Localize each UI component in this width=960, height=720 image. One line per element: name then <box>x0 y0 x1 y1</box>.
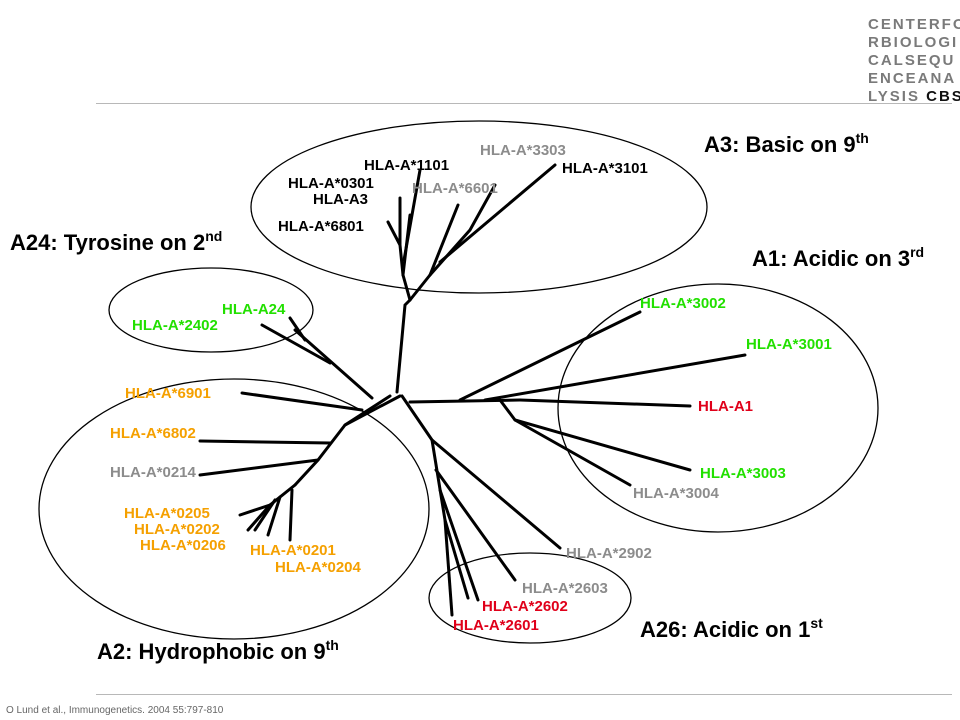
branch-0201 <box>266 495 282 537</box>
branch-2902 <box>430 438 562 550</box>
leaf-a3004: HLA-A*3004 <box>633 485 720 502</box>
branch-6802 <box>198 439 332 445</box>
branch-3002 <box>458 310 642 402</box>
logo-line-1: CENTERFO <box>868 16 960 33</box>
branch-2601 <box>443 518 454 617</box>
branch-2603 <box>434 468 517 582</box>
leaf-a24: HLA-A24 <box>222 301 286 318</box>
leaf-a0205: HLA-A*0205 <box>124 505 210 522</box>
leaf-a0214: HLA-A*0214 <box>110 464 197 481</box>
leaf-a3001: HLA-A*3001 <box>746 336 832 353</box>
leaf-a0204: HLA-A*0204 <box>275 559 362 576</box>
logo-line-5: LYSIS CBS <box>868 88 960 106</box>
leaf-a1101: HLA-A*1101 <box>364 157 449 174</box>
leaf-a3002: HLA-A*3002 <box>640 295 726 312</box>
ellipse-a1 <box>557 283 879 533</box>
ellipse-a26 <box>428 552 632 644</box>
leaf-a2402: HLA-A*2402 <box>132 317 218 334</box>
leaf-a6801: HLA-A*6801 <box>278 218 364 235</box>
branch-2402 <box>260 323 332 365</box>
ellipse-a2 <box>38 378 430 640</box>
leaf-a0201: HLA-A*0201 <box>250 542 336 559</box>
cbs-logo: CENTERFO RBIOLOGI CALSEQU ENCEANA LYSIS … <box>868 16 960 106</box>
leaf-a2601: HLA-A*2601 <box>453 617 539 634</box>
logo-line-2: RBIOLOGI <box>868 34 959 51</box>
branch-a2-main <box>293 394 402 487</box>
citation: O Lund et al., Immunogenetics. 2004 55:7… <box>6 705 224 716</box>
branch-6801 <box>386 220 402 247</box>
leaf-a2902: HLA-A*2902 <box>566 545 652 562</box>
branch-0204 <box>288 488 294 542</box>
leaf-a3003: HLA-A*3003 <box>700 465 786 482</box>
branch-a26-stem <box>400 394 447 522</box>
branch-trunk <box>395 298 412 394</box>
branch-6601 <box>428 203 460 277</box>
leaf-a2603: HLA-A*2603 <box>522 580 608 597</box>
branch-a24-stem <box>293 328 374 400</box>
branch-0202 <box>246 503 272 532</box>
branch-2602 <box>438 488 480 602</box>
branch-6901 <box>240 391 364 412</box>
branch-3003 <box>498 398 692 472</box>
branch-2602b <box>443 518 470 600</box>
leaf-a3303: HLA-A*3303 <box>480 142 566 159</box>
leaf-a6802: HLA-A*6802 <box>110 425 196 442</box>
branch-a3-left <box>401 273 412 302</box>
branch-1101 <box>402 168 422 262</box>
logo-cbs: CBS <box>926 88 960 105</box>
leaf-a3: HLA-A3 <box>313 191 368 208</box>
leaf-a6601: HLA-A*6601 <box>412 180 498 197</box>
branch-a1 <box>518 398 692 408</box>
branch-a3-right <box>408 273 432 302</box>
top-divider <box>96 103 952 104</box>
branch-0301 <box>398 196 405 277</box>
leaf-a1: HLA-A1 <box>698 398 753 415</box>
group-label-a1: A1: Acidic on 3rd <box>752 244 924 271</box>
leaf-a2602: HLA-A*2602 <box>482 598 568 615</box>
branch-3004 <box>513 418 632 487</box>
branch-0206 <box>253 498 277 532</box>
logo-line-3: CALSEQU <box>868 52 956 69</box>
leaf-a0202: HLA-A*0202 <box>134 521 220 538</box>
ellipse-a3 <box>250 120 708 294</box>
leaf-a6901: HLA-A*6901 <box>125 385 211 402</box>
branch-a24 <box>288 316 307 342</box>
bottom-divider <box>96 694 952 695</box>
group-label-a24: A24: Tyrosine on 2nd <box>10 228 222 255</box>
ellipse-a24 <box>108 267 314 353</box>
leaf-a0206: HLA-A*0206 <box>140 537 226 554</box>
group-label-a2: A2: Hydrophobic on 9th <box>97 637 339 664</box>
tree-branches <box>198 163 747 617</box>
leaf-a0301: HLA-A*0301 <box>288 175 374 192</box>
branch-a1-stem <box>408 398 522 404</box>
branch-0214 <box>198 458 320 477</box>
logo-line-4: ENCEANA <box>868 70 957 87</box>
group-label-a3: A3: Basic on 9th <box>704 130 869 157</box>
group-label-a26: A26: Acidic on 1st <box>640 615 823 642</box>
branch-3001 <box>483 353 747 402</box>
branch-3101 <box>438 163 557 264</box>
leaf-a3101: HLA-A*3101 <box>562 160 648 177</box>
